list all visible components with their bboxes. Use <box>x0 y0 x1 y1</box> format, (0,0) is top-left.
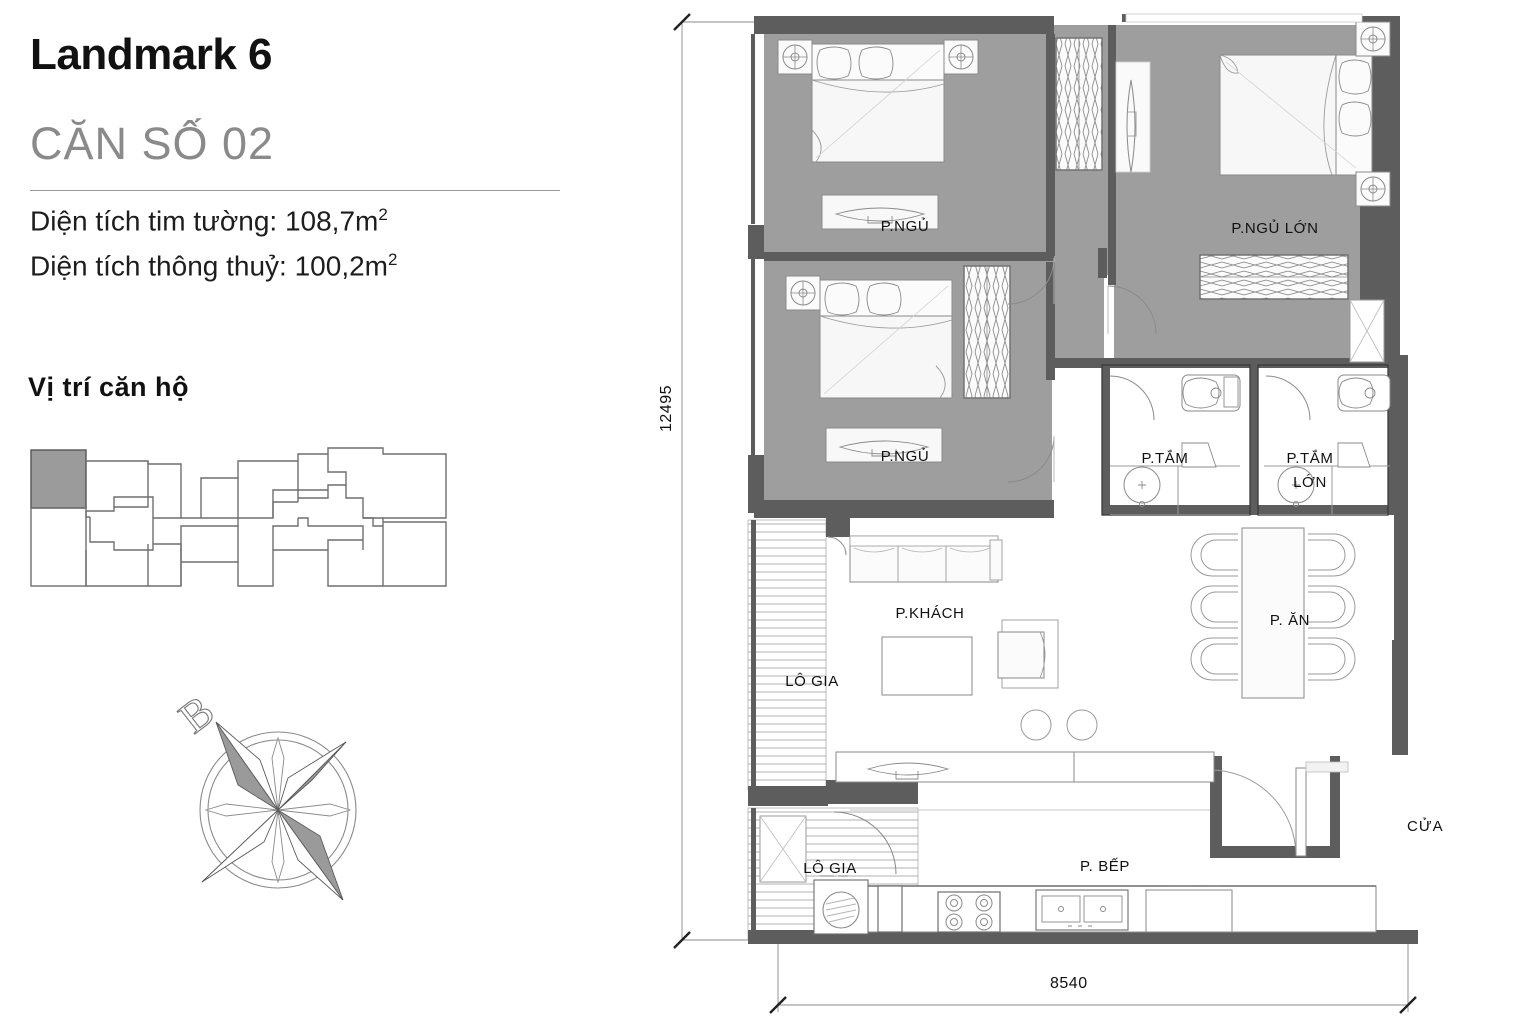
net-area-value: Diện tích thông thuỷ: 100,2m <box>30 250 388 282</box>
entrance-door-arc <box>1209 769 1297 857</box>
master-door-arc <box>1107 285 1157 335</box>
unit-number-title: CĂN SỐ 02 <box>30 118 275 169</box>
room-label-kitchen: P. BẾP <box>1079 858 1131 875</box>
location-heading: Vị trí căn hộ <box>28 372 190 402</box>
info-panel: Landmark 6 CĂN SỐ 02 Diện tích tim tường… <box>0 0 660 1025</box>
bedroom2-door-arc <box>1007 435 1055 483</box>
windows <box>759 13 1363 883</box>
floor-plan-svg <box>673 13 1418 1014</box>
room-label-bedroom_2: P.NGỦ <box>880 448 930 465</box>
balcony1-door-arc <box>827 536 847 556</box>
title-divider <box>30 190 560 191</box>
vertical-dimension-label: 12495 <box>658 385 675 432</box>
net-area-text: Diện tích thông thuỷ: 100,2m2 <box>30 250 397 282</box>
interior-partitions <box>1101 364 1389 516</box>
master-bedroom-furniture <box>1199 21 1391 363</box>
room-label-bath_master2: LỚN <box>1293 474 1327 491</box>
gross-area-text: Diện tích tim tường: 108,7m2 <box>30 205 388 237</box>
entrance-door <box>1295 761 1349 857</box>
room-label-dining: P. ĂN <box>1269 612 1311 629</box>
entrance-door-label: CỬA <box>1407 818 1444 835</box>
horizontal-dimension-label: 8540 <box>1050 975 1088 992</box>
building-key-plan <box>30 447 447 587</box>
bedroom-1-furniture <box>777 37 1151 230</box>
room-label-master: P.NGỦ LỚN <box>1231 220 1319 237</box>
net-area-superscript: 2 <box>388 250 398 269</box>
balcony2-door-arc <box>833 811 897 875</box>
door-swings <box>827 257 1311 875</box>
gross-area-value: Diện tích tim tường: 108,7m <box>30 205 379 237</box>
room-label-balcony_1: LÔ GIA <box>785 673 839 690</box>
highlighted-unit <box>30 449 87 509</box>
room-label-balcony_2: LÔ GIA <box>803 860 857 877</box>
compass-north-letter: B <box>170 686 223 743</box>
kitchen-fixtures <box>813 809 1377 935</box>
gross-area-superscript: 2 <box>378 205 388 224</box>
bath-door-arc <box>1109 375 1155 421</box>
compass-rose: B <box>169 686 357 901</box>
master-bath-door-arc <box>1265 375 1311 421</box>
page-title: Landmark 6 <box>30 30 272 79</box>
structural-walls <box>748 14 1418 944</box>
room-label-bath_master: P.TẮM <box>1286 450 1334 467</box>
bedroom1-door-arc <box>1007 257 1055 305</box>
room-label-living: P.KHÁCH <box>895 605 965 622</box>
compass-outer-ring <box>199 731 357 889</box>
dining-furniture <box>1190 527 1356 699</box>
bedroom-2-furniture <box>785 265 1011 463</box>
room-label-bedroom_1: P.NGỦ <box>880 218 930 235</box>
bathroom-fixtures <box>1110 374 1391 514</box>
apartment-floor-plan: 12495 8540 CỬA P.NGỦ P.NGỦ P.NGỦ LỚN P.TẮM P… <box>650 0 1536 1025</box>
room-label-bath: P.TẮM <box>1141 450 1189 467</box>
living-room-furniture <box>835 535 1215 783</box>
